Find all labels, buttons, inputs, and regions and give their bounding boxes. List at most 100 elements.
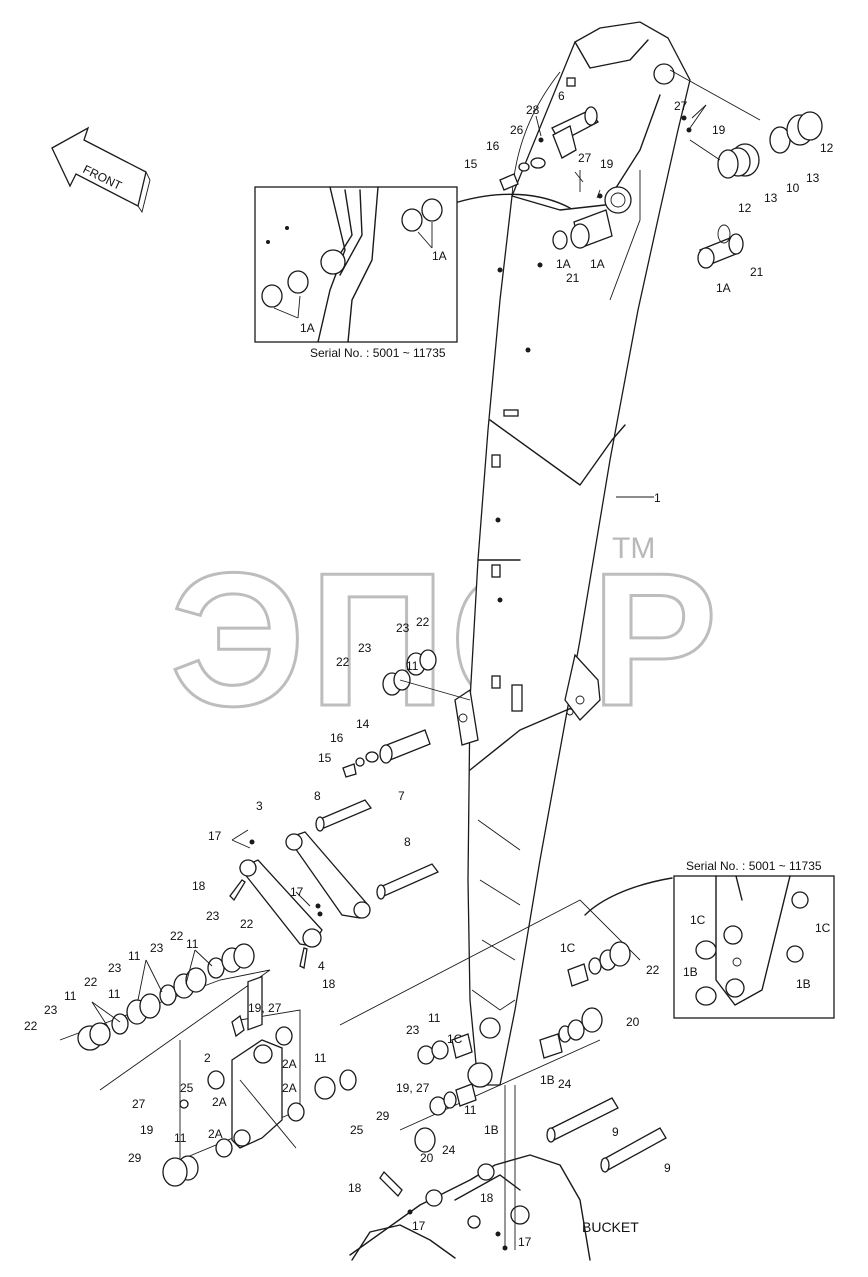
left-washer-stack <box>59 943 271 1091</box>
callout-label: 27 <box>578 151 592 165</box>
callout-label: 2A <box>282 1057 297 1071</box>
callout-label: 11 <box>464 1103 477 1117</box>
callout-label: 1A <box>590 257 605 271</box>
callout-label: 11 <box>174 1131 187 1145</box>
lower-washer-groups <box>339 899 641 1153</box>
callout-label: 19 <box>600 157 614 171</box>
watermark-text: ЭПСР <box>170 534 722 746</box>
callout-label: 2A <box>208 1127 223 1141</box>
front-arrow-icon: FRONT <box>51 126 151 214</box>
callout-label: 8 <box>314 789 321 803</box>
callout-label: 9 <box>664 1161 671 1175</box>
callout-label: 1 <box>654 491 661 505</box>
callout-label: 1A <box>716 281 731 295</box>
callout-label: 27 <box>132 1097 146 1111</box>
callout-label: 2A <box>282 1081 297 1095</box>
callout-label: 23 <box>406 1023 420 1037</box>
inset2-callout-1: 1C <box>690 913 706 927</box>
boom-body <box>454 21 691 1088</box>
callout-label: 15 <box>318 751 332 765</box>
callout-label: 23 <box>358 641 372 655</box>
callout-label: 8 <box>404 835 411 849</box>
inset1-callout-0: 1A <box>432 249 447 263</box>
callout-label: 29 <box>376 1109 390 1123</box>
inset1-serial-label: Serial No. : 5001 ~ 11735 <box>310 346 446 360</box>
callout-label: 16 <box>330 731 344 745</box>
callout-label: 17 <box>290 885 304 899</box>
inset2-callout-0: 1C <box>815 921 831 935</box>
callout-label: 16 <box>486 139 500 153</box>
callout-label: 11 <box>128 949 141 963</box>
callout-label: 19, 27 <box>248 1001 282 1015</box>
callout-label: 27 <box>674 99 688 113</box>
callout-label: 11 <box>64 989 77 1003</box>
callout-label: 22 <box>336 655 350 669</box>
callout-label: 17 <box>412 1219 426 1233</box>
callout-label: 18 <box>192 879 206 893</box>
callout-label: 21 <box>566 271 580 285</box>
callout-label: 2A <box>212 1095 227 1109</box>
inset2-callout-3: 1B <box>796 977 811 991</box>
callout-label: 23 <box>108 961 122 975</box>
callout-label: 2 <box>204 1051 211 1065</box>
callout-label: 14 <box>356 717 370 731</box>
callout-label: 22 <box>416 615 430 629</box>
callout-label: 3 <box>256 799 263 813</box>
mid-pin-group <box>342 649 471 778</box>
inset-serial-2: 1C 1C 1B 1B Serial No. : 5001 ~ 11735 <box>584 859 835 1019</box>
callout-label: 13 <box>806 171 820 185</box>
bucket-group: BUCKET <box>349 1085 667 1261</box>
callout-label: 19, 27 <box>396 1081 430 1095</box>
callout-label: 23 <box>206 909 220 923</box>
callout-label: 4 <box>318 959 325 973</box>
callout-label: 11 <box>108 987 121 1001</box>
callout-label: 26 <box>510 123 524 137</box>
callout-label: 1C <box>447 1032 463 1046</box>
callout-label: 22 <box>24 1019 38 1033</box>
callout-label: 7 <box>398 789 405 803</box>
bracket-group <box>162 975 357 1187</box>
inset-serial-1: 1A 1A Serial No. : 5001 ~ 11735 <box>254 186 571 360</box>
callout-label: 11 <box>428 1011 441 1025</box>
callout-label: 19 <box>712 123 726 137</box>
watermark-trademark: TM <box>612 532 655 565</box>
callout-label: 18 <box>348 1181 362 1195</box>
callout-label: 19 <box>140 1123 154 1137</box>
callout-label: 17 <box>518 1235 532 1249</box>
callout-label: 23 <box>396 621 410 635</box>
callout-label: 1B <box>540 1073 555 1087</box>
callout-labels: 1 1A 1A 1A 1B 1B 1C 1C 2 2A 2A 2A 2A 3 4… <box>24 89 834 1249</box>
inset2-serial-label: Serial No. : 5001 ~ 11735 <box>686 859 822 873</box>
callout-label: 22 <box>240 917 254 931</box>
callout-label: 11 <box>186 937 199 951</box>
callout-label: 1A <box>556 257 571 271</box>
callout-label: 22 <box>84 975 98 989</box>
callout-label: 1C <box>560 941 576 955</box>
callout-label: 18 <box>480 1191 494 1205</box>
callout-label: 24 <box>558 1077 572 1091</box>
callout-label: 11 <box>314 1051 327 1065</box>
bucket-label: BUCKET <box>582 1219 639 1235</box>
callout-label: 25 <box>350 1123 364 1137</box>
callout-label: 23 <box>150 941 164 955</box>
callout-label: 6 <box>558 89 565 103</box>
inset1-callout-1: 1A <box>300 321 315 335</box>
callout-label: 15 <box>464 157 478 171</box>
inset2-callout-2: 1B <box>683 965 698 979</box>
callout-label: 10 <box>786 181 800 195</box>
callout-label: 29 <box>128 1151 142 1165</box>
callout-label: 23 <box>44 1003 58 1017</box>
callout-label: 1B <box>484 1123 499 1137</box>
callout-label: 9 <box>612 1125 619 1139</box>
leader-lines <box>91 104 707 1149</box>
callout-label: 12 <box>738 201 752 215</box>
callout-label: 22 <box>646 963 660 977</box>
callout-label: 20 <box>420 1151 434 1165</box>
callout-label: 11 <box>406 659 419 673</box>
callout-label: 18 <box>322 977 336 991</box>
callout-label: 20 <box>626 1015 640 1029</box>
top-pin-group <box>499 69 823 269</box>
callout-label: 25 <box>180 1081 194 1095</box>
link-group <box>229 799 440 969</box>
